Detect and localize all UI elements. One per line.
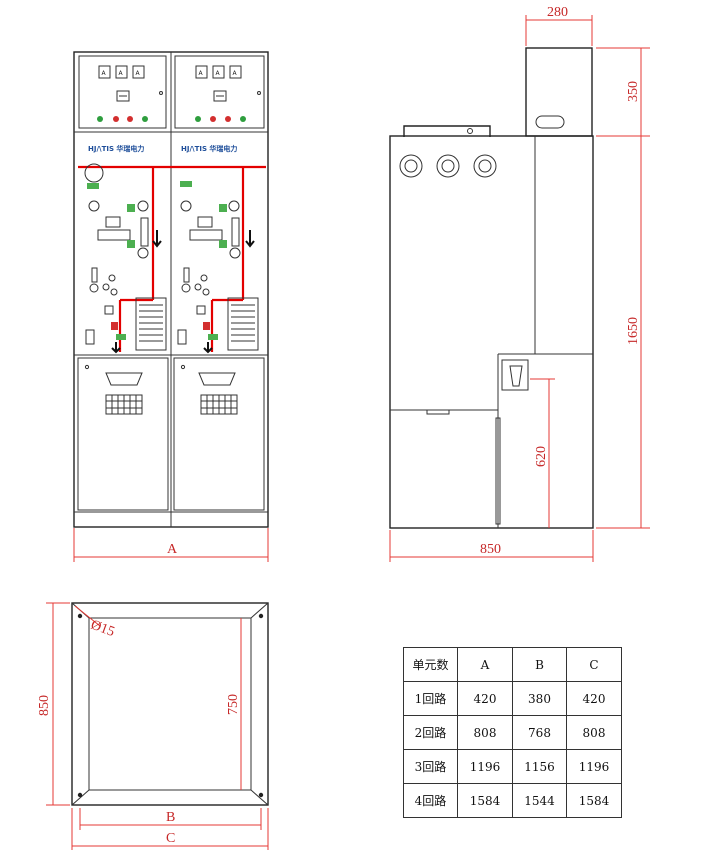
svg-text:1650: 1650: [626, 317, 641, 345]
mounting-hole-icon: [258, 613, 264, 619]
table-cell: 420: [457, 681, 513, 716]
cable-terminal-icon: [501, 359, 529, 391]
lifting-eye-icon: [535, 115, 565, 129]
indicator-light-icon: [225, 116, 231, 122]
vent-grille-icon: [200, 394, 238, 415]
table-header: 单元数: [403, 647, 458, 682]
dim-top-height: 350: [596, 47, 650, 137]
ammeter-icon: [98, 65, 111, 79]
svg-text:B: B: [166, 810, 175, 825]
table-header-row: 单元数 A B C: [403, 647, 622, 682]
svg-text:350: 350: [626, 81, 641, 102]
svg-text:C: C: [166, 831, 175, 846]
table-cell: 1584: [457, 783, 513, 818]
brand-logo: HJ/\TIS 华瑞电力: [88, 144, 144, 153]
mimic-details-left: [84, 163, 167, 354]
door-handle-icon: [105, 372, 143, 386]
indicator-light-icon: [113, 116, 119, 122]
table-cell: 4回路: [403, 783, 458, 818]
door-handle-icon: [198, 372, 236, 386]
ammeter-icon: [115, 65, 128, 79]
base-inner: [88, 617, 252, 791]
brand-logo: HJ/\TIS 华瑞电力: [181, 144, 237, 153]
indicator-light-icon: [142, 116, 148, 122]
meter-label: A: [102, 70, 107, 77]
table-cell: 1196: [566, 749, 622, 784]
mounting-hole-icon: [77, 792, 83, 798]
table-cell: 2回路: [403, 715, 458, 750]
indicator-light-icon: [97, 116, 103, 122]
table-cell: 380: [512, 681, 567, 716]
base-view: Ø15 850 750 B C: [37, 602, 269, 850]
instrument-panel-right: A A A: [174, 55, 265, 129]
dimension-table: 单元数 A B C 1回路 420 380 420 2回路 808 768 80…: [403, 647, 622, 818]
table-header: C: [566, 647, 622, 682]
busbar-mimic: [78, 165, 266, 352]
table-cell: 1196: [457, 749, 513, 784]
dim-base-depth: 850: [37, 602, 70, 806]
svg-text:750: 750: [226, 694, 241, 715]
table-header: A: [457, 647, 513, 682]
bushing-icon: [473, 154, 497, 178]
dim-hole: Ø15: [74, 605, 117, 640]
meter-label: A: [136, 70, 141, 77]
mounting-hole-icon: [258, 792, 264, 798]
table-cell: 1回路: [403, 681, 458, 716]
mounting-hole-icon: [77, 613, 83, 619]
table-row: 4回路 1584 1544 1584: [403, 783, 622, 818]
table-cell: 420: [566, 681, 622, 716]
table-cell: 808: [457, 715, 513, 750]
ammeter-icon: [195, 65, 208, 79]
svg-text:850: 850: [480, 542, 501, 557]
svg-text:280: 280: [547, 5, 568, 20]
meter-label: A: [119, 70, 124, 77]
svg-text:620: 620: [534, 446, 549, 467]
dim-top-width: 280: [525, 5, 593, 46]
bushing-icon: [399, 154, 423, 178]
switch-icon: [116, 90, 130, 102]
front-view: A A A A A A: [73, 51, 269, 562]
table-cell: 1156: [512, 749, 567, 784]
dim-front-width: A: [73, 528, 269, 562]
switch-icon: [213, 90, 227, 102]
bushing-icon: [436, 154, 460, 178]
vent-grille-icon: [105, 394, 143, 415]
ammeter-icon: [212, 65, 225, 79]
indicator-light-icon: [195, 116, 201, 122]
dim-base-inner: 750: [226, 618, 242, 790]
dim-base-outer-width: C: [71, 808, 269, 850]
ammeter-icon: [132, 65, 145, 79]
mimic-details-right: [177, 181, 259, 354]
svg-text:850: 850: [37, 695, 52, 716]
side-body: [389, 135, 594, 529]
table-row: 2回路 808 768 808: [403, 715, 622, 750]
table-cell: 3回路: [403, 749, 458, 784]
dim-lower-height: 620: [530, 378, 555, 528]
dim-main-height: 1650: [596, 136, 650, 529]
base-outer: [71, 602, 269, 806]
svg-text:Ø15: Ø15: [89, 618, 117, 640]
ammeter-icon: [229, 65, 242, 79]
dim-label-a: A: [167, 542, 178, 557]
table-cell: 768: [512, 715, 567, 750]
meter-label: A: [216, 70, 221, 77]
instrument-panel-left: A A A: [78, 55, 167, 129]
meter-label: A: [233, 70, 238, 77]
table-cell: 1544: [512, 783, 567, 818]
table-header: B: [512, 647, 567, 682]
table-row: 1回路 420 380 420: [403, 681, 622, 716]
table-row: 3回路 1196 1156 1196: [403, 749, 622, 784]
dim-base-inner-width: B: [79, 808, 262, 830]
lower-doors: [77, 357, 265, 511]
indicator-light-icon: [240, 116, 246, 122]
table-cell: 1584: [566, 783, 622, 818]
table-cell: 808: [566, 715, 622, 750]
meter-label: A: [199, 70, 204, 77]
indicator-light-icon: [127, 116, 133, 122]
indicator-light-icon: [210, 116, 216, 122]
dim-depth: 850: [389, 530, 594, 562]
side-view: 280 350 1650 620 850: [389, 5, 650, 562]
